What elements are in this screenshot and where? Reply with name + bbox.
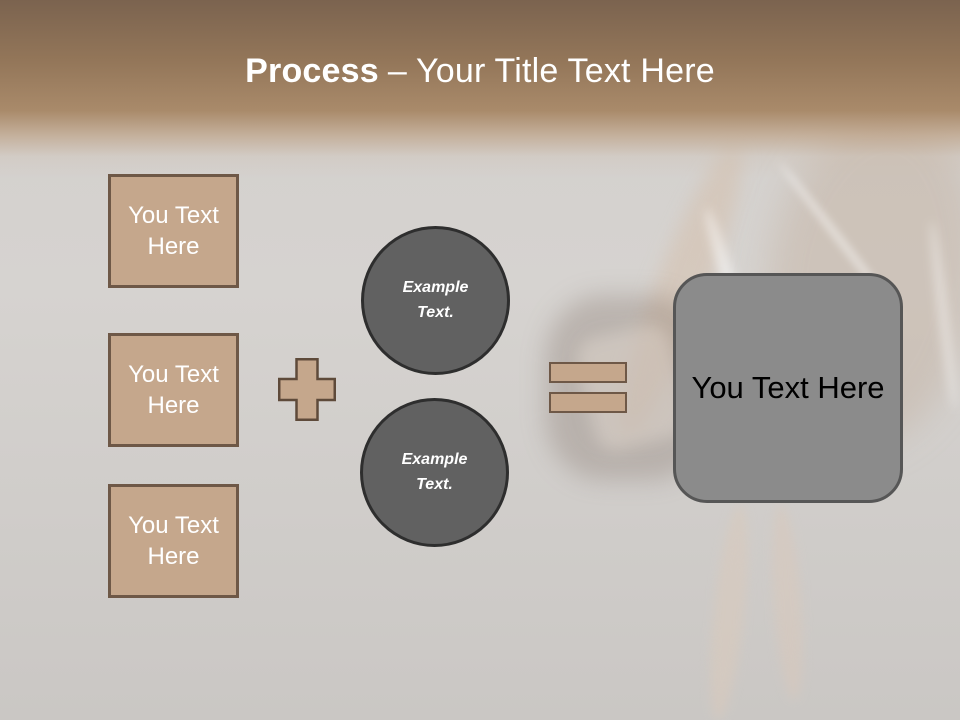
example-circle-2[interactable]: Example Text. bbox=[360, 398, 509, 547]
input-box-3-label: You Text Here bbox=[128, 511, 219, 570]
model-leg-shape-2 bbox=[767, 504, 808, 701]
plus-icon[interactable] bbox=[278, 358, 336, 421]
title-keyword: Process bbox=[245, 52, 379, 90]
input-box-2-label: You Text Here bbox=[128, 360, 219, 419]
equals-icon[interactable] bbox=[549, 362, 627, 413]
equals-bar-bottom bbox=[549, 392, 627, 413]
input-box-2[interactable]: You Text Here bbox=[108, 333, 239, 447]
example-circle-1-label: Example Text. bbox=[402, 278, 469, 321]
input-box-1[interactable]: You Text Here bbox=[108, 174, 239, 288]
model-leg-shape-1 bbox=[702, 504, 756, 720]
header-gradient-band bbox=[0, 0, 960, 178]
result-box[interactable]: You Text Here bbox=[673, 273, 903, 503]
slide-title[interactable]: Process– Your Title Text Here bbox=[0, 52, 960, 91]
input-box-3[interactable]: You Text Here bbox=[108, 484, 239, 598]
example-circle-1[interactable]: Example Text. bbox=[361, 226, 510, 375]
input-box-1-label: You Text Here bbox=[128, 201, 219, 260]
equals-bar-top bbox=[549, 362, 627, 383]
title-subtitle: – Your Title Text Here bbox=[387, 52, 715, 90]
example-circle-2-label: Example Text. bbox=[401, 450, 468, 493]
result-box-label: You Text Here bbox=[691, 370, 885, 405]
